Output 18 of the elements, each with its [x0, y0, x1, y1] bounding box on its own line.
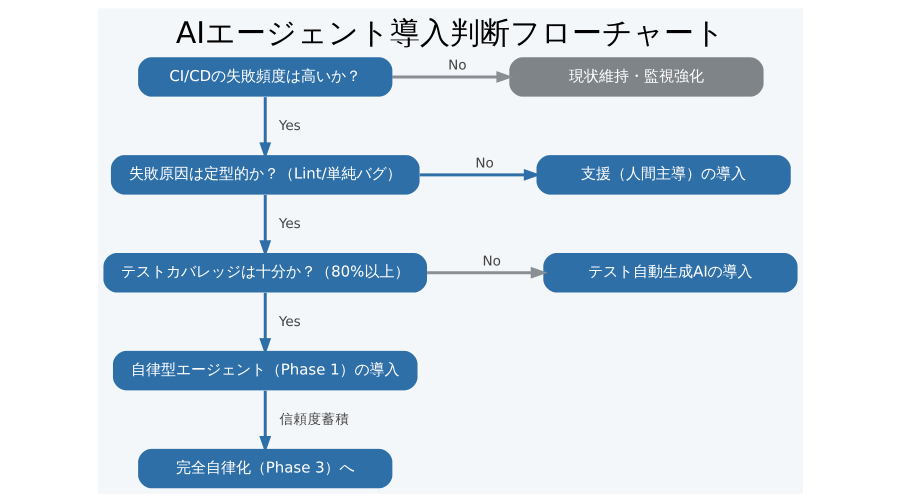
edge-label: No	[474, 155, 494, 172]
arrow	[392, 71, 513, 83]
edge-label: No	[448, 57, 466, 74]
edge-label: Yes	[278, 314, 300, 330]
diagram-title: AIエージェント導入判断フローチャート	[175, 16, 725, 52]
edge-label: Yes	[278, 216, 300, 232]
node-box: 自律型エージェント（Phase 1）の導入	[112, 350, 418, 390]
arrow	[426, 266, 548, 279]
edge-label: No	[482, 253, 500, 270]
node-box: テストカバレッジは十分か？（80%以上）	[102, 253, 427, 292]
node-box: CI/CDの失敗頻度は高いか？	[138, 57, 392, 97]
edge-label: 信頼度蓄積	[279, 412, 350, 428]
node-box: 失敗原因は定型的か？（Lint/単純バグ）	[110, 155, 420, 195]
edge-label: Yes	[278, 118, 300, 134]
node-box: テスト自動生成AIの導入	[542, 253, 798, 292]
node-box: 現状維持・監視強化	[508, 57, 764, 97]
node-box: 完全自律化（Phase 3）へ	[138, 448, 392, 488]
node-box: 支援（人間主導）の導入	[536, 155, 790, 195]
